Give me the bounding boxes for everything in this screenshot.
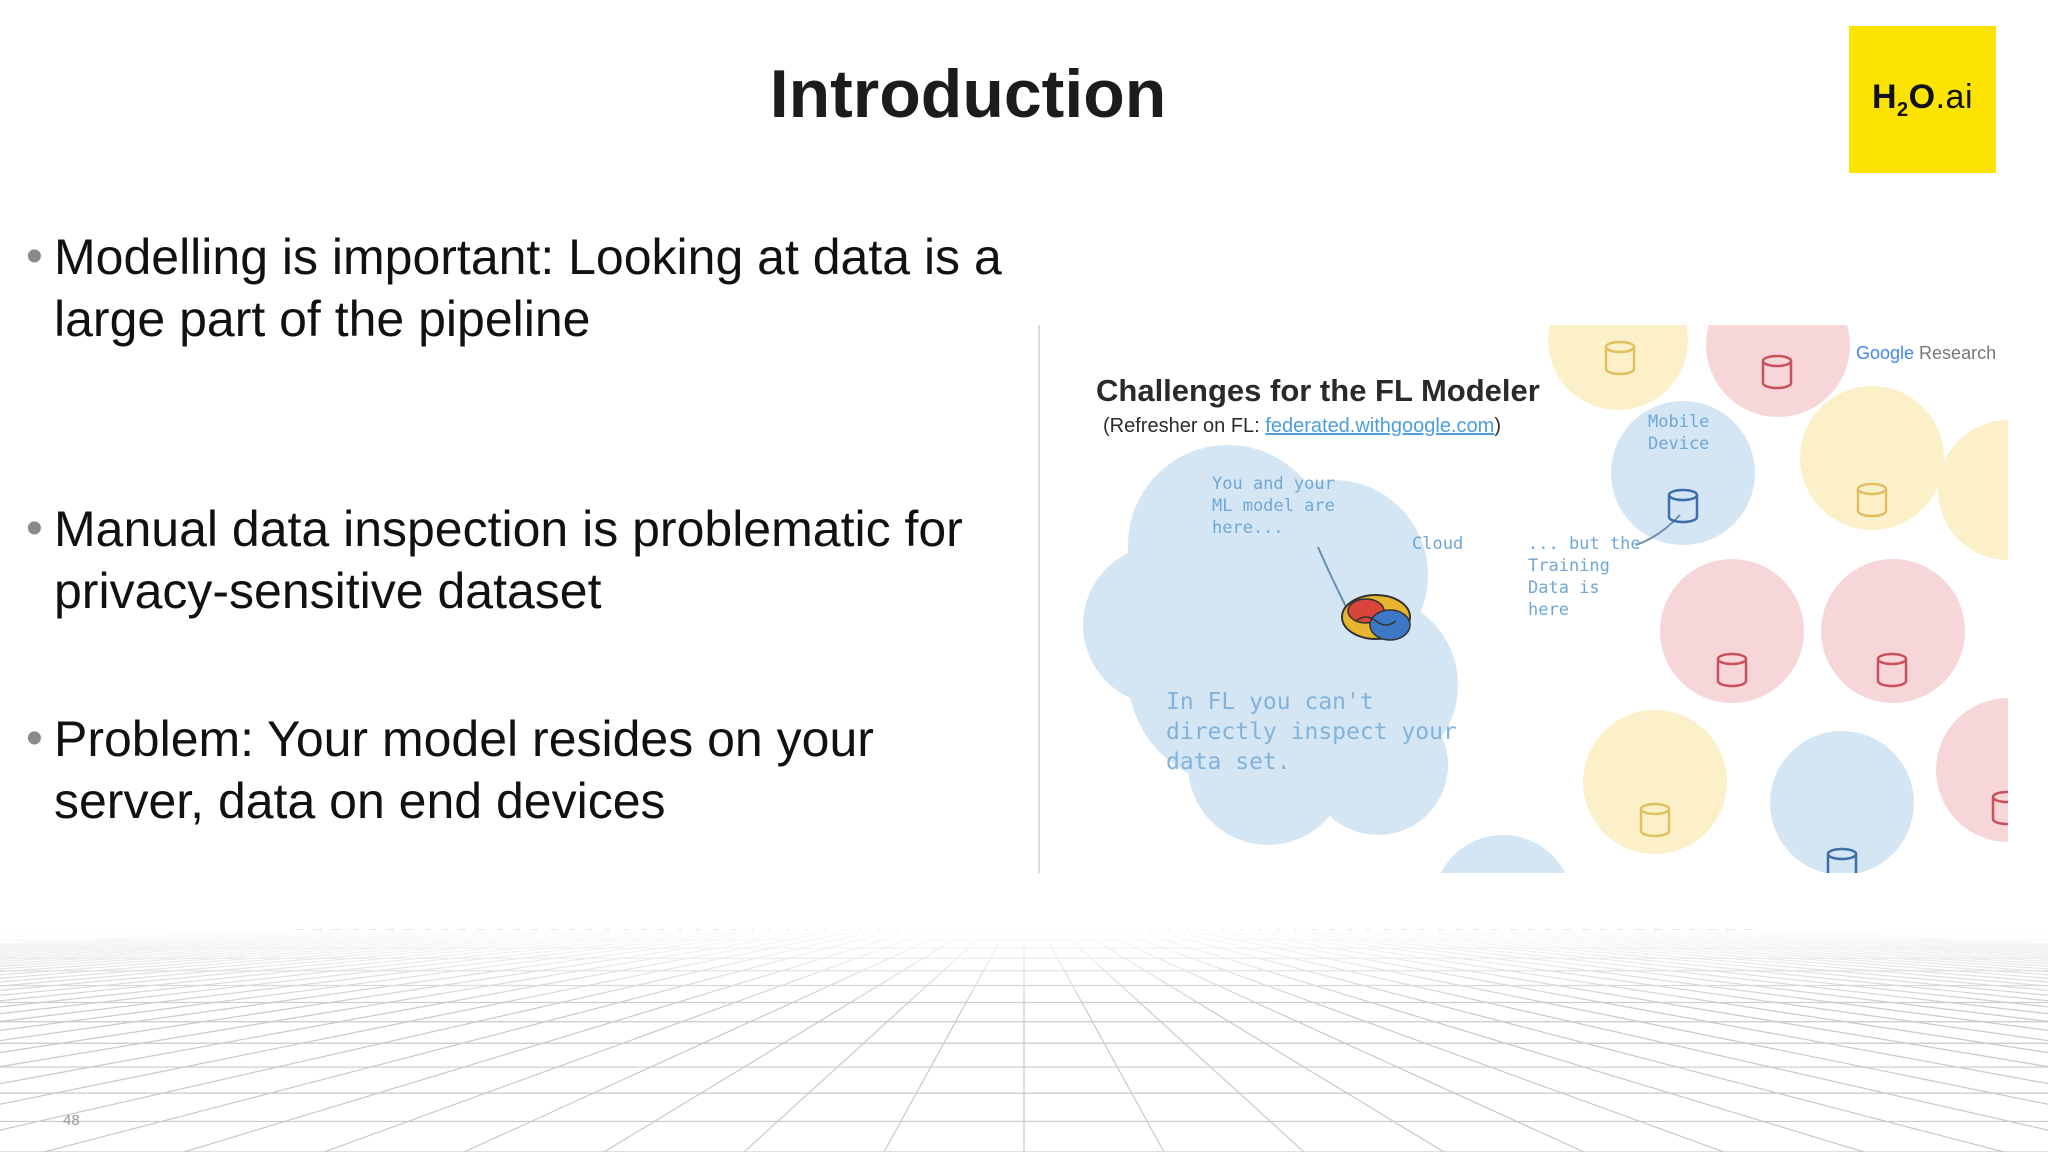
database-icon — [1716, 652, 1748, 688]
bullet-dot: • — [26, 502, 43, 555]
database-icon — [1826, 847, 1858, 873]
label-cloud: Cloud — [1412, 534, 1464, 554]
device-circle-red — [1936, 698, 2008, 842]
database-icon — [1991, 790, 2008, 826]
google-research-logo: Google Research — [1856, 343, 1997, 363]
brain-icon — [1341, 594, 1411, 641]
h2o-logo: H2O.ai — [1849, 26, 1996, 173]
cloud-caption: In FL you can't directly inspect your da… — [1166, 689, 1457, 775]
device-circle-red — [1660, 559, 1804, 703]
device-circle-red — [1821, 559, 1965, 703]
page-number: 48 — [63, 1112, 80, 1129]
device-circle-red — [1706, 325, 1850, 417]
device-circle-yellow — [1800, 386, 1944, 530]
bullet-item: • Modelling is important: Looking at dat… — [26, 226, 1026, 350]
bullet-item: • Manual data inspection is problematic … — [26, 498, 1026, 622]
figure-subtitle: (Refresher on FL: federated.withgoogle.c… — [1103, 415, 1502, 437]
figure-title: Challenges for the FL Modeler — [1096, 373, 1540, 408]
fl-figure: Challenges for the FL Modeler (Refresher… — [1038, 325, 2008, 873]
label-you-and-model: You and your ML model are here... — [1212, 474, 1335, 538]
bullet-text: Manual data inspection is problematic fo… — [54, 501, 963, 619]
bullet-dot: • — [26, 712, 43, 765]
label-training-data: ... but the Training Data is here — [1528, 534, 1641, 620]
bullet-item: • Problem: Your model resides on your se… — [26, 708, 1026, 832]
fl-link[interactable]: federated.withgoogle.com — [1265, 415, 1495, 437]
database-icon — [1667, 488, 1699, 524]
bullet-text: Modelling is important: Looking at data … — [54, 229, 1002, 347]
arrow-to-model — [1317, 546, 1347, 608]
device-circle-blue — [1440, 835, 1566, 873]
bullet-text: Problem: Your model resides on your serv… — [54, 711, 874, 829]
bullet-dot: • — [26, 230, 43, 283]
arrow-to-devices — [1635, 514, 1681, 546]
slide-title: Introduction — [769, 56, 1167, 132]
cloud-shape — [1083, 445, 1458, 845]
figure-divider — [1038, 325, 1040, 873]
database-icon — [1639, 802, 1671, 838]
label-mobile-device: Mobile Device — [1648, 412, 1710, 454]
device-circle-blue — [1770, 731, 1914, 873]
database-icon — [1604, 340, 1636, 376]
device-circle-yellow — [1583, 710, 1727, 854]
database-icon — [1876, 652, 1908, 688]
device-circle-yellow — [1938, 420, 2008, 560]
device-circle-yellow — [1548, 325, 1688, 410]
h2o-logo-text: H2O.ai — [1871, 77, 1974, 121]
database-icon — [1856, 482, 1888, 518]
device-circle-blue — [1611, 401, 1755, 545]
database-icon — [1761, 354, 1793, 390]
fl-illustration — [1083, 325, 2008, 873]
